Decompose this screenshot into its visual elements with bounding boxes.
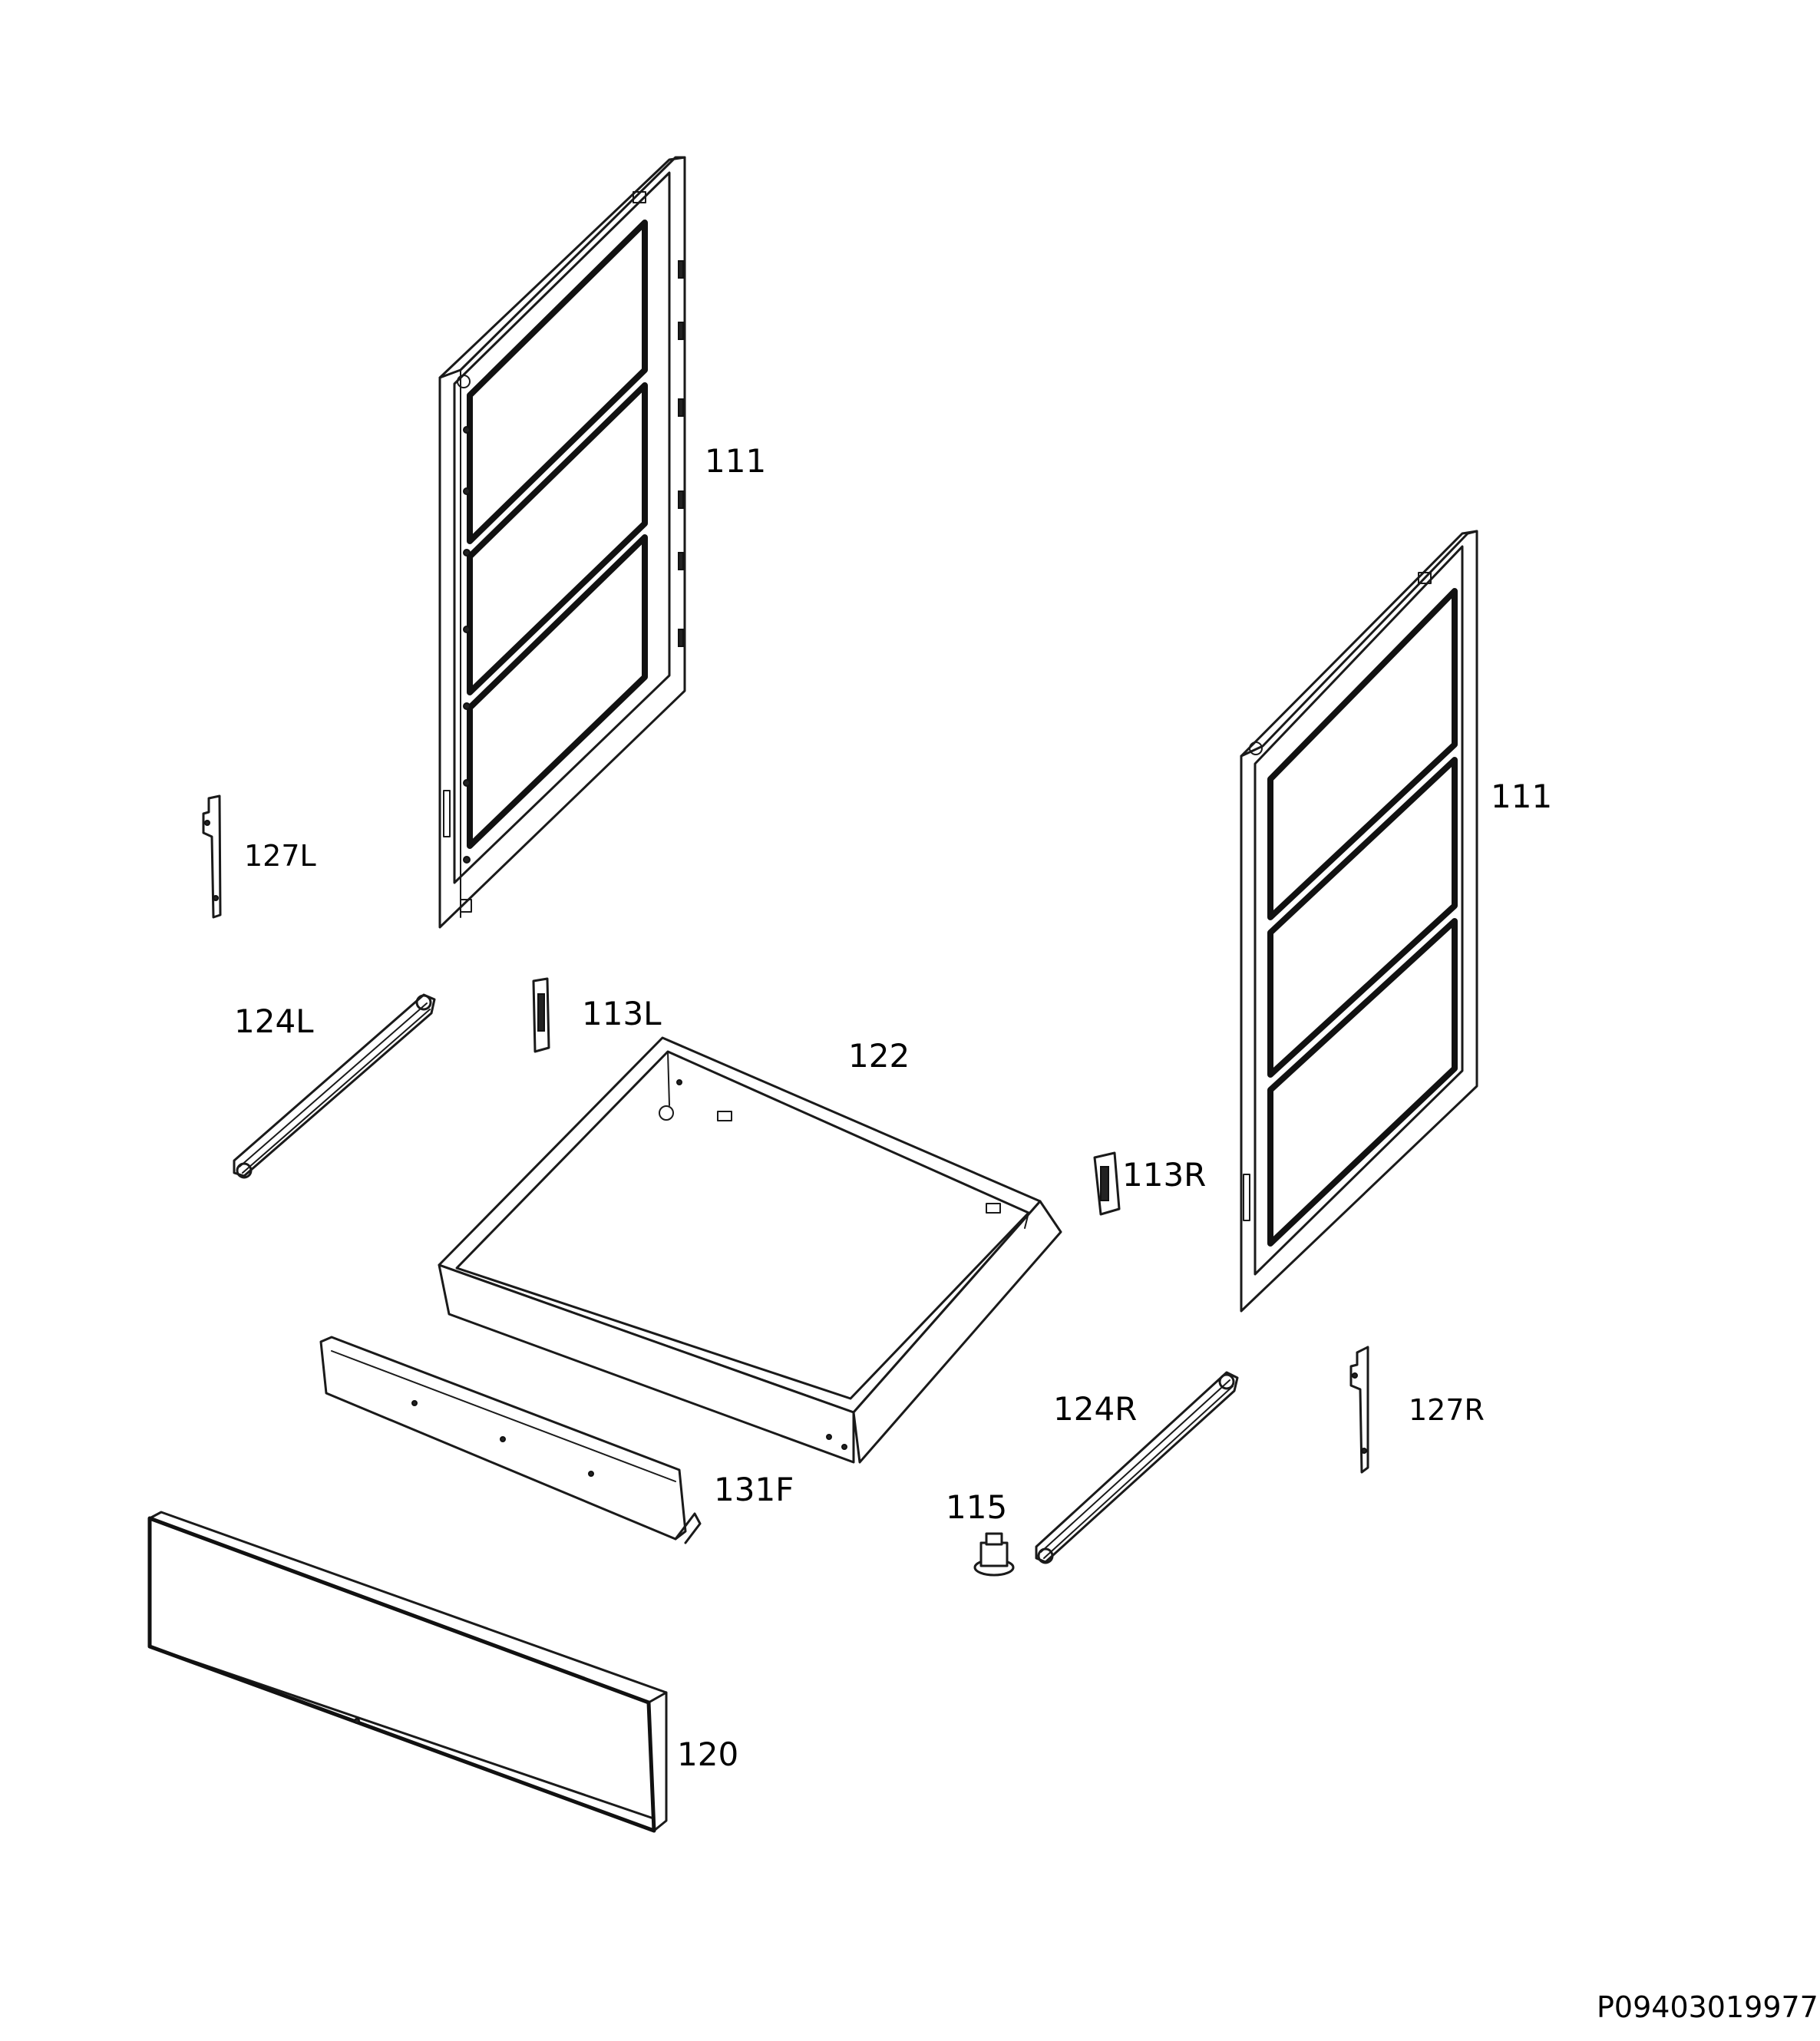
hinge-113r (1093, 1151, 1121, 1216)
front-panel-120 (147, 1511, 668, 1833)
mounting-holes (443, 191, 684, 913)
label-127l: 127L (244, 839, 316, 873)
label-111-left: 111 (705, 442, 766, 480)
label-131f: 131F (714, 1471, 794, 1508)
rail-124l (233, 993, 436, 1179)
back-panel-131f (319, 1336, 702, 1544)
bracket-127r (1349, 1346, 1369, 1474)
label-122: 122 (848, 1037, 910, 1075)
adjustable-foot-115 (973, 1532, 1015, 1577)
hinge-113l (532, 977, 550, 1053)
side-panel-left (438, 156, 686, 929)
mounting-holes (1243, 572, 1432, 1221)
label-115: 115 (946, 1488, 1007, 1526)
label-113l: 113L (582, 995, 662, 1032)
drawer-122 (438, 1036, 1062, 1464)
label-111-right: 111 (1491, 778, 1552, 815)
side-panel-right (1240, 530, 1478, 1313)
rail-124r (1035, 1371, 1239, 1564)
label-127r: 127R (1409, 1393, 1485, 1427)
label-113r: 113R (1122, 1156, 1206, 1194)
label-124r: 124R (1053, 1390, 1137, 1428)
label-124l: 124L (234, 1002, 314, 1040)
diagram-reference-code: P09403019977 (1597, 1990, 1818, 2024)
label-120: 120 (677, 1736, 738, 1773)
bracket-127l (202, 794, 222, 919)
